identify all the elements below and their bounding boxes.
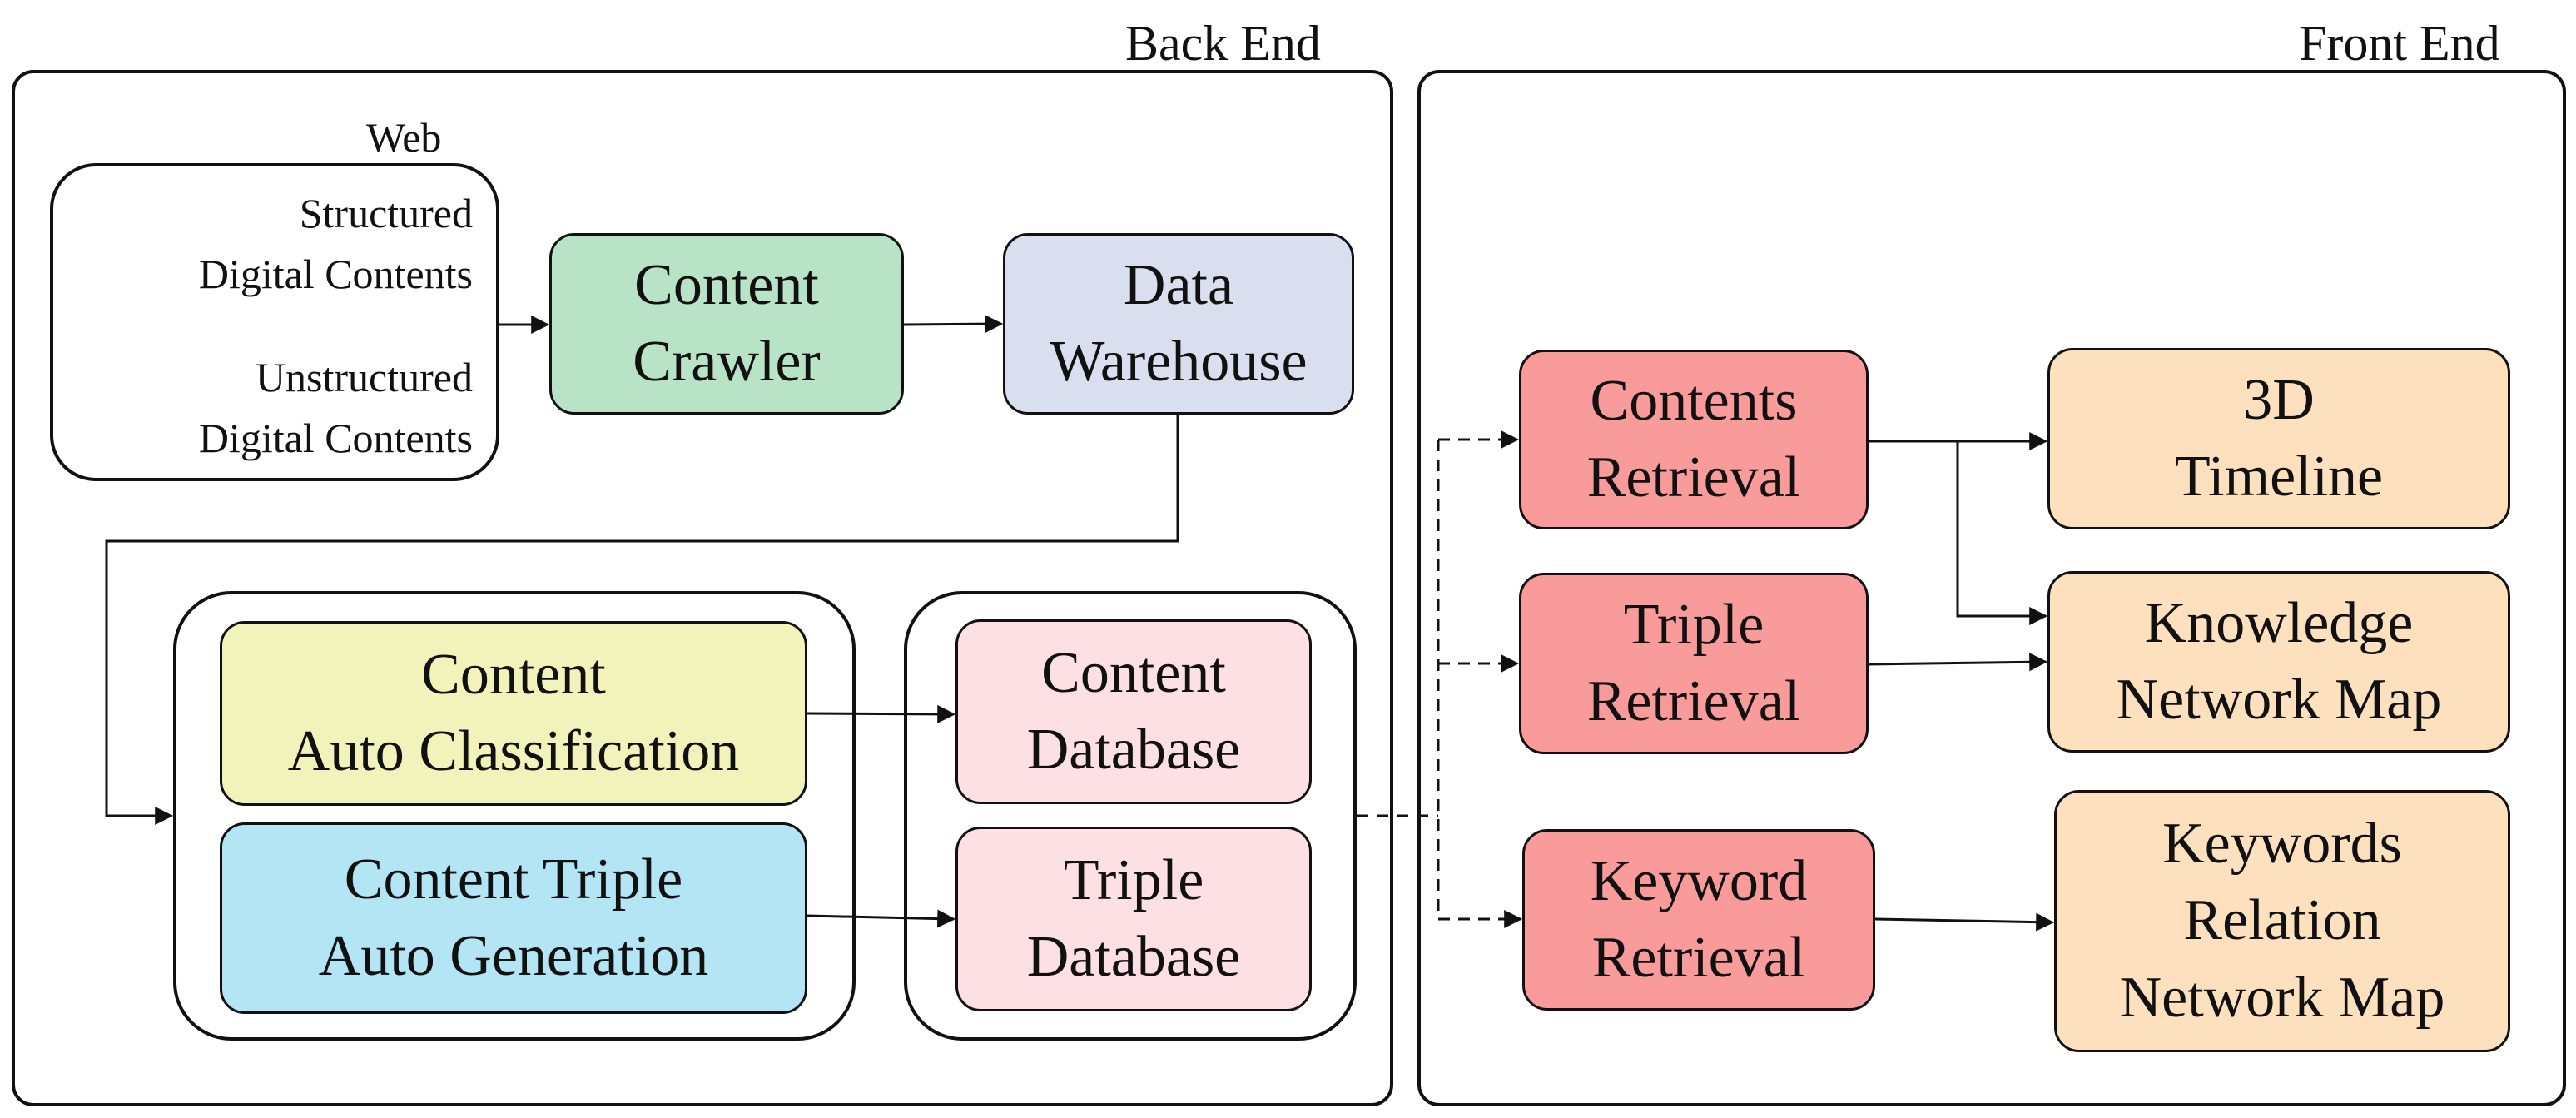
edge-keyword-retrieval-to-keywords-map (1874, 912, 2055, 932)
back-end-title: Back End (1125, 16, 1321, 71)
front-end-panel (1417, 70, 2566, 1106)
edge-contents-retrieval-to-knowledge-map (1956, 441, 2048, 625)
content-database-box: Content Database (955, 619, 1312, 804)
contents-retrieval-box: Contents Retrieval (1519, 350, 1869, 529)
front-end-title: Front End (2299, 16, 2500, 71)
database-group (904, 591, 1357, 1041)
content-auto-classification-box: Content Auto Classification (220, 621, 807, 806)
data-warehouse-box: Data Warehouse (1003, 233, 1354, 415)
edge-warehouse-to-processing (105, 415, 1179, 825)
back-end-panel (12, 70, 1393, 1106)
edge-generation-to-triple-db (807, 909, 956, 928)
processing-group (173, 591, 856, 1041)
web-title: Web (366, 114, 442, 161)
triple-retrieval-box: Triple Retrieval (1519, 573, 1869, 754)
web-source (50, 163, 499, 481)
knowledge-network-map-box: Knowledge Network Map (2047, 571, 2510, 753)
keywords-relation-network-map-box: Keywords Relation Network Map (2054, 790, 2510, 1052)
edge-crawler-to-warehouse (903, 315, 1004, 334)
unstructured-digital-contents: Unstructured Digital Contents (198, 354, 473, 461)
triple-database-box: Triple Database (955, 827, 1312, 1011)
keyword-retrieval-box: Keyword Retrieval (1522, 829, 1875, 1011)
structured-digital-contents: Structured Digital Contents (198, 190, 473, 297)
content-triple-auto-generation-box: Content Triple Auto Generation (220, 822, 807, 1014)
content-crawler-box: Content Crawler (549, 233, 904, 415)
edge-classification-to-content-db (807, 704, 956, 723)
3d-timeline-box: 3D Timeline (2047, 348, 2510, 529)
edge-triple-retrieval-to-knowledge-map (1868, 653, 2048, 672)
